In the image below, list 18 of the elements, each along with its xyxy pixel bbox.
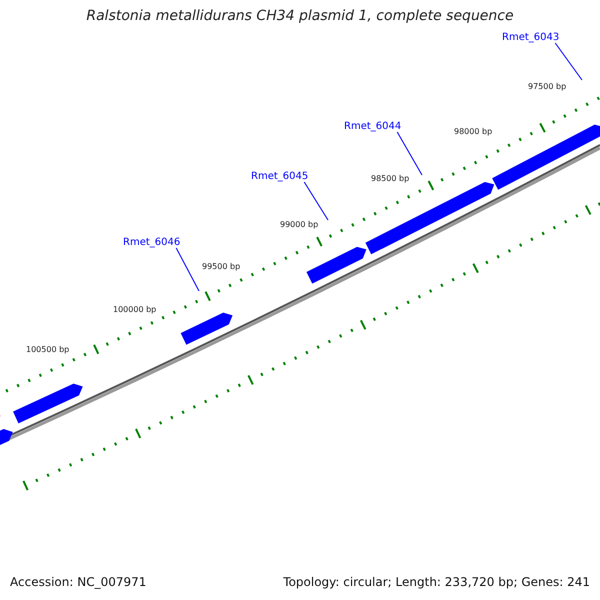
- gene-label: Rmet_6043: [502, 32, 560, 43]
- tick-label: 97500 bp: [528, 82, 566, 91]
- gene-label: Rmet_6045: [251, 171, 308, 182]
- tick-label: 100500 bp: [26, 345, 70, 354]
- accession-text: Accession: NC_007971: [10, 575, 146, 589]
- tick-label: 100000 bp: [113, 305, 156, 314]
- tick-label: 98000 bp: [454, 127, 492, 136]
- map-title: Ralstonia metallidurans CH34 plasmid 1, complete sequence: [85, 8, 515, 24]
- genome-summary: Topology: circular; Length: 233,720 bp; Genes: 241: [283, 575, 590, 589]
- leader-line: [554, 42, 582, 80]
- tick-label: 99500 bp: [202, 262, 240, 271]
- tick-label: 98500 bp: [371, 174, 410, 183]
- leader-line: [176, 248, 200, 292]
- gene-label: Rmet_6046: [123, 237, 180, 248]
- leader-line: [396, 132, 422, 176]
- gene-label: Rmet_6044: [344, 121, 402, 132]
- leader-line: [304, 182, 328, 220]
- tick-label: 99000 bp: [280, 220, 318, 229]
